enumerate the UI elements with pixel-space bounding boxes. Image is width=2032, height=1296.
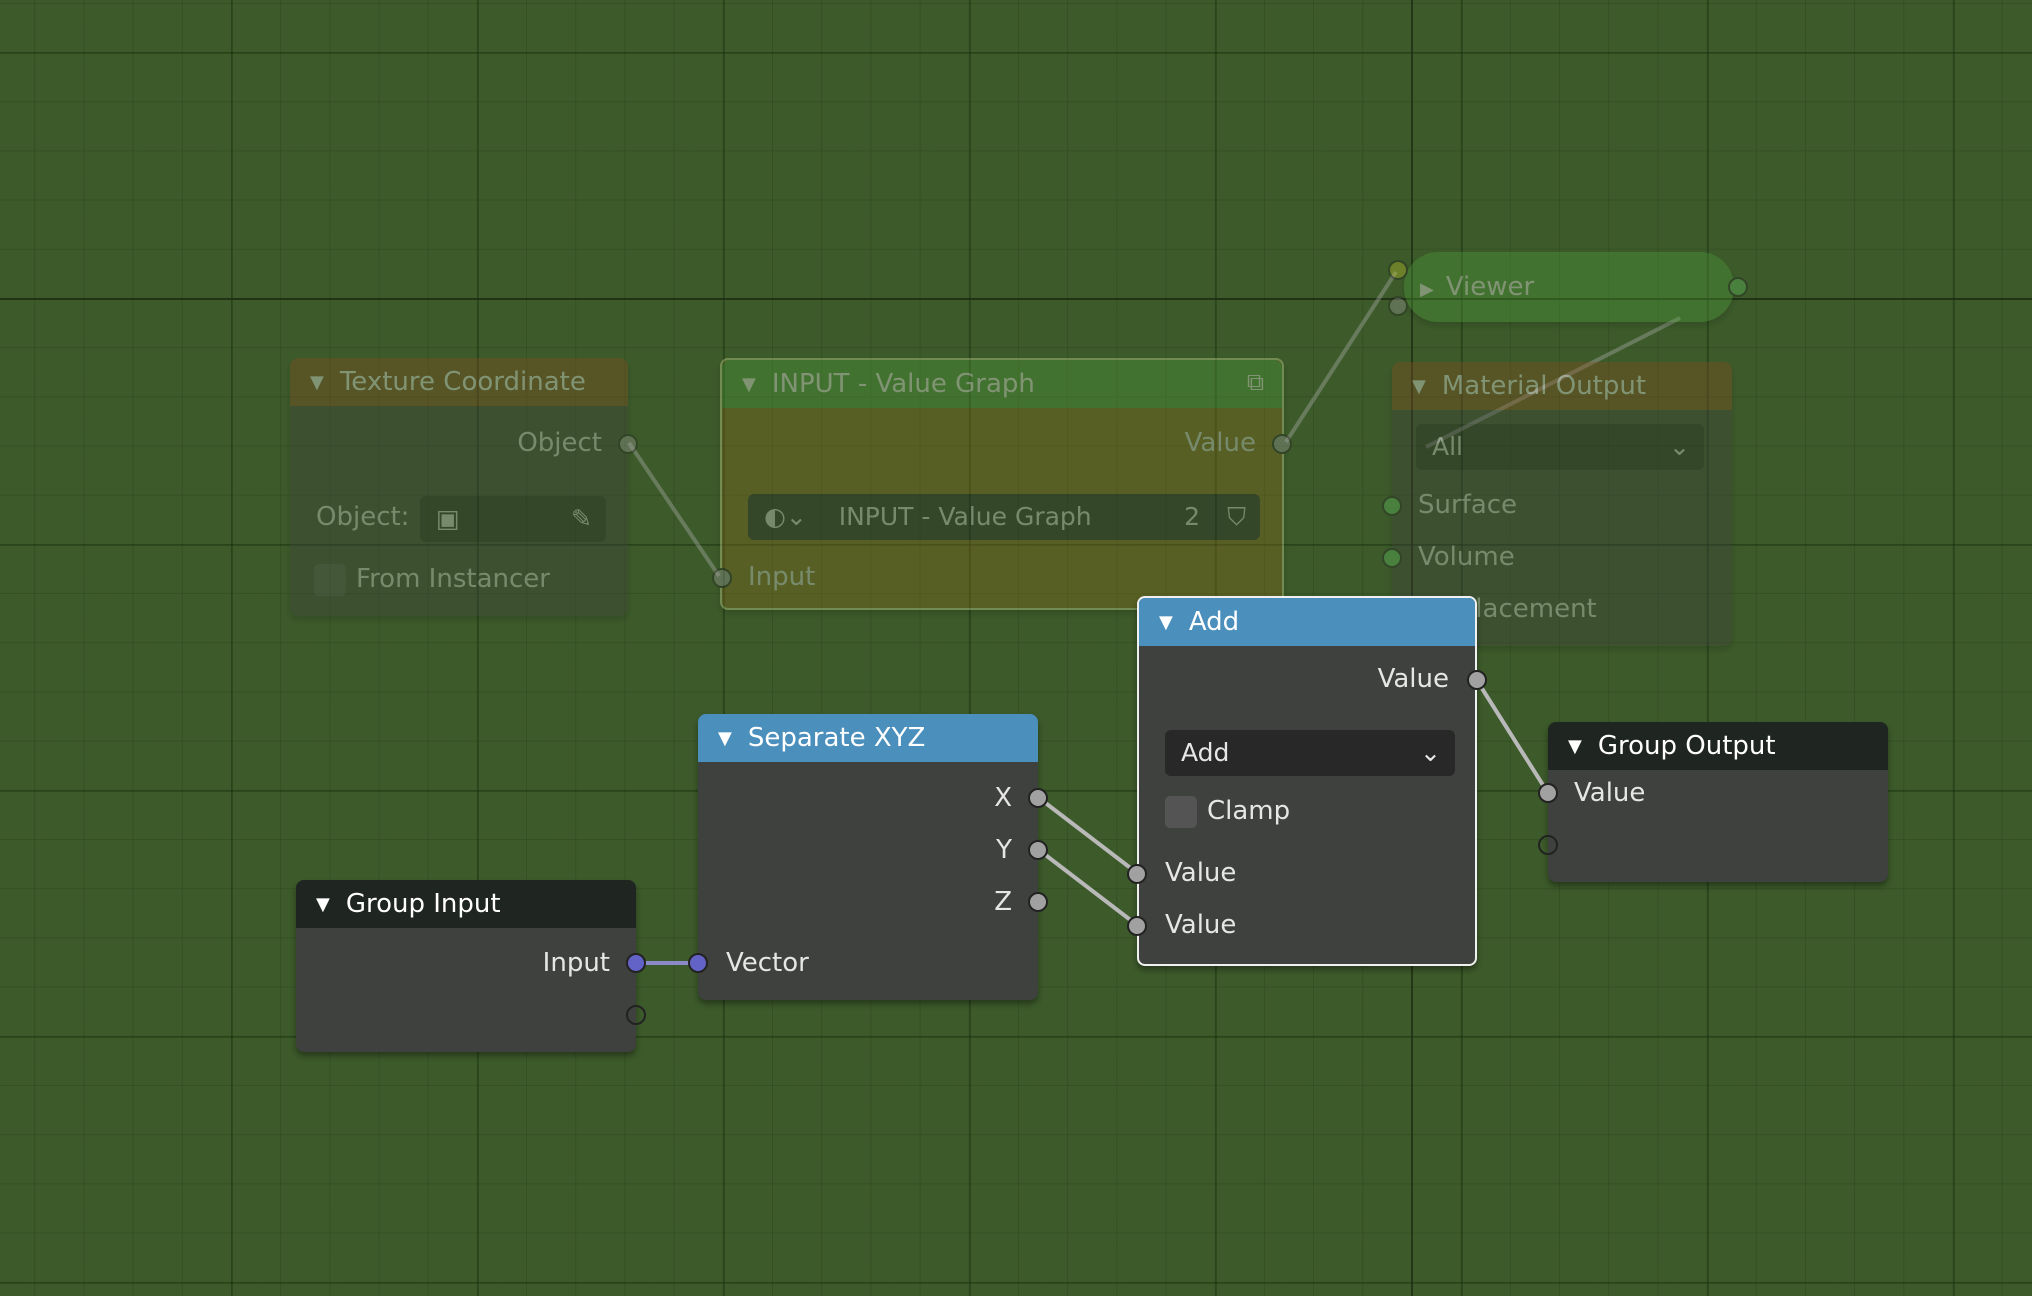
input-socket-vector[interactable]: [688, 953, 708, 973]
output-socket-object[interactable]: [618, 434, 638, 454]
viewer-output-socket[interactable]: [1728, 277, 1748, 297]
input-label-value-2: Value: [1165, 910, 1237, 940]
link-add-groupoutput: [1474, 677, 1550, 795]
node-title: Separate XYZ: [747, 723, 926, 753]
node-title: Group Input: [345, 889, 501, 919]
output-socket-empty[interactable]: [626, 1005, 646, 1025]
collapse-triangle-icon[interactable]: ▼: [718, 727, 732, 749]
target-value: All: [1432, 432, 1463, 461]
output-label-x: X: [994, 783, 1012, 813]
fake-user-shield-icon[interactable]: ⛉: [1227, 502, 1246, 531]
node-header[interactable]: ▼ Material Output: [1392, 362, 1732, 410]
object-icon: ▣: [436, 504, 460, 533]
collapse-triangle-icon[interactable]: ▼: [1568, 735, 1582, 757]
link-y-value2: [1037, 848, 1139, 927]
viewer-title-row: ▶ Viewer: [1420, 270, 1534, 304]
datablock-name: INPUT - Value Graph: [838, 502, 1092, 531]
node-header[interactable]: ▼ Separate XYZ: [698, 714, 1038, 762]
output-label-z: Z: [994, 887, 1012, 917]
expand-triangle-icon[interactable]: ▶: [1420, 279, 1434, 300]
value-graph-group-node[interactable]: ▼ INPUT - Value Graph ⧉ Value ◐⌄ INPUT -…: [712, 358, 1292, 610]
group-datablock-selector[interactable]: ◐⌄ INPUT - Value Graph 2 ⛉: [748, 494, 1260, 540]
input-label-volume: Volume: [1418, 542, 1515, 572]
output-socket-input[interactable]: [626, 953, 646, 973]
chevron-down-icon: ⌄: [1420, 738, 1441, 767]
input-socket-input[interactable]: [712, 568, 732, 588]
eyedropper-icon[interactable]: ✎: [571, 504, 592, 533]
node-tree-icon[interactable]: ◐⌄: [764, 502, 807, 531]
collapse-triangle-icon[interactable]: ▼: [316, 893, 330, 915]
node-title: Material Output: [1441, 371, 1647, 401]
output-label-input: Input: [542, 948, 610, 978]
node-header[interactable]: ▼ Add: [1139, 598, 1475, 646]
input-socket-volume[interactable]: [1382, 548, 1402, 568]
math-add-node[interactable]: ▼ Add Value Add ⌄ Clamp Value Value: [1127, 596, 1487, 966]
input-socket-value-1[interactable]: [1127, 864, 1147, 884]
operation-value: Add: [1181, 738, 1230, 767]
link-x-value1: [1037, 796, 1139, 875]
output-socket-value[interactable]: [1467, 670, 1487, 690]
input-label-input: Input: [748, 562, 816, 592]
collapse-triangle-icon[interactable]: ▼: [1159, 611, 1173, 633]
viewer-input-socket[interactable]: [1388, 260, 1408, 280]
chevron-down-icon: ⌄: [1669, 432, 1690, 461]
input-label-value-1: Value: [1165, 858, 1237, 888]
collapse-triangle-icon[interactable]: ▼: [1412, 375, 1426, 397]
user-count[interactable]: 2: [1184, 502, 1200, 531]
output-label-value: Value: [1377, 664, 1449, 694]
output-label-object: Object: [517, 428, 602, 458]
clamp-checkbox[interactable]: [1165, 796, 1197, 828]
input-socket-surface[interactable]: [1382, 496, 1402, 516]
output-label-y: Y: [996, 835, 1012, 865]
node-title: INPUT - Value Graph: [771, 369, 1035, 399]
node-header[interactable]: ▼ Group Output: [1548, 722, 1888, 770]
group-output-node[interactable]: ▼ Group Output Value: [1538, 722, 1888, 882]
output-label-value: Value: [1184, 428, 1256, 458]
input-socket-value-2[interactable]: [1127, 916, 1147, 936]
collapse-triangle-icon[interactable]: ▼: [742, 373, 756, 395]
separate-xyz-node[interactable]: ▼ Separate XYZ X Y Z Vector: [688, 714, 1048, 1000]
node-title: Viewer: [1445, 272, 1535, 302]
target-dropdown[interactable]: All ⌄: [1416, 424, 1704, 470]
from-instancer-label: From Instancer: [356, 564, 550, 594]
node-header[interactable]: ▼ INPUT - Value Graph ⧉: [722, 360, 1282, 408]
input-label-vector: Vector: [726, 948, 809, 978]
object-picker[interactable]: ▣✎: [420, 496, 606, 542]
node-title: Group Output: [1597, 731, 1776, 761]
output-socket-z[interactable]: [1028, 892, 1048, 912]
output-socket-y[interactable]: [1028, 840, 1048, 860]
object-field-label: Object:: [316, 502, 410, 532]
output-socket-x[interactable]: [1028, 788, 1048, 808]
node-title: Texture Coordinate: [339, 367, 586, 397]
output-socket-value[interactable]: [1272, 434, 1292, 454]
viewer-node[interactable]: ▶ Viewer: [1388, 252, 1748, 322]
clamp-label: Clamp: [1207, 796, 1291, 826]
input-socket-empty[interactable]: [1538, 835, 1558, 855]
operation-dropdown[interactable]: Add ⌄: [1165, 730, 1455, 776]
from-instancer-checkbox[interactable]: [314, 564, 346, 596]
collapse-triangle-icon[interactable]: ▼: [310, 371, 324, 393]
texture-coordinate-node[interactable]: ▼ Texture Coordinate Object Object: ▣✎ F…: [290, 358, 638, 616]
node-group-icon[interactable]: ⧉: [1246, 368, 1264, 396]
grid-axis-horizontal: [0, 298, 2032, 300]
node-header[interactable]: ▼ Texture Coordinate: [290, 358, 628, 406]
node-title: Add: [1188, 607, 1240, 637]
group-input-node[interactable]: ▼ Group Input Input: [296, 880, 646, 1052]
input-label-value: Value: [1574, 778, 1646, 808]
input-label-surface: Surface: [1418, 490, 1518, 520]
link-object-input: [627, 441, 721, 578]
viewer-input-socket-2[interactable]: [1388, 296, 1408, 316]
input-socket-value[interactable]: [1538, 783, 1558, 803]
node-header[interactable]: ▼ Group Input: [296, 880, 636, 928]
